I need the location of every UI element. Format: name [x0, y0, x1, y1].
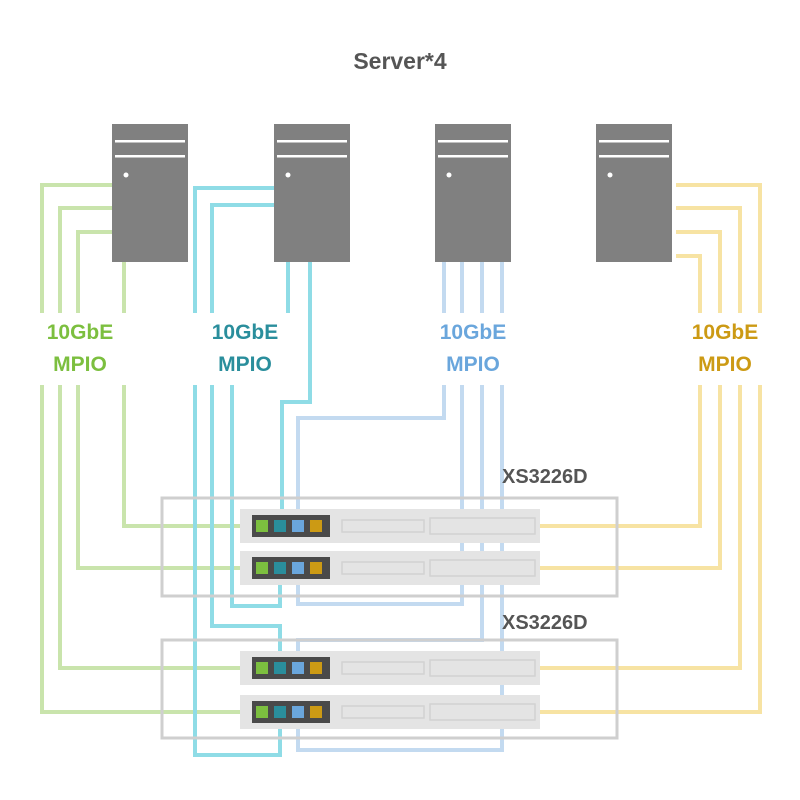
cable	[296, 262, 504, 752]
switch-port-panel	[341, 519, 425, 533]
switch-label-1: XS3226D	[502, 466, 588, 488]
cable	[296, 262, 446, 526]
sfp-port	[274, 562, 286, 574]
switch-port-panel	[341, 561, 425, 575]
link-speed: 10GbE	[211, 321, 279, 344]
drive-bay	[438, 140, 508, 143]
sfp-port	[310, 706, 322, 718]
cable	[76, 230, 262, 570]
cable	[193, 186, 282, 757]
switch-label-2: XS3226D	[502, 612, 588, 634]
link-protocol: MPIO	[218, 353, 272, 376]
sfp-port	[310, 562, 322, 574]
link-label-server-1: 10GbE MPIO	[25, 313, 135, 385]
switch-port-panel	[341, 705, 425, 719]
cable	[40, 183, 262, 714]
power-led	[446, 172, 452, 178]
cable	[296, 262, 464, 606]
server-1	[112, 124, 188, 262]
power-led	[123, 172, 129, 178]
link-protocol: MPIO	[53, 353, 107, 376]
switch-units	[240, 509, 540, 729]
switch-port-panel	[429, 703, 536, 721]
drive-bay	[599, 140, 669, 143]
server-tower	[274, 124, 350, 262]
switch-stack-1	[160, 496, 619, 598]
link-protocol: MPIO	[446, 353, 500, 376]
sfp-port	[310, 662, 322, 674]
link-label-server-4: 10GbE MPIO	[670, 313, 780, 385]
cables-server-1	[40, 183, 262, 714]
sfp-port	[256, 520, 268, 532]
sfp-port	[256, 706, 268, 718]
sfp-port	[292, 706, 304, 718]
server-3	[435, 124, 511, 262]
switch-port-panel	[429, 659, 536, 677]
link-speed: 10GbE	[439, 321, 507, 344]
drive-bay	[277, 140, 347, 143]
sfp-port	[310, 520, 322, 532]
power-led	[607, 172, 613, 178]
drive-bay	[599, 155, 669, 158]
sfp-port	[256, 562, 268, 574]
link-speed: 10GbE	[46, 321, 114, 344]
switch-port-panel	[429, 559, 536, 577]
switch-port-panel	[429, 517, 536, 535]
sfp-port	[256, 662, 268, 674]
cable	[280, 262, 312, 526]
power-led	[285, 172, 291, 178]
server-tower	[596, 124, 672, 262]
switch-port-panel	[341, 661, 425, 675]
diagram-title: Server*4	[353, 48, 447, 74]
drive-bay	[115, 155, 185, 158]
sfp-port	[292, 520, 304, 532]
cable	[210, 203, 282, 668]
server-tower	[112, 124, 188, 262]
link-label-server-2: 10GbE MPIO	[190, 313, 300, 385]
link-label-server-3: 10GbE MPIO	[418, 313, 528, 385]
drive-bay	[115, 140, 185, 143]
switch-frame	[160, 638, 619, 740]
drive-bay	[277, 155, 347, 158]
drive-bay	[438, 155, 508, 158]
sfp-port	[274, 706, 286, 718]
sfp-port	[274, 520, 286, 532]
switch-stack-2	[160, 638, 619, 740]
sfp-port	[274, 662, 286, 674]
sfp-port	[292, 662, 304, 674]
link-speed: 10GbE	[691, 321, 759, 344]
servers	[112, 124, 672, 262]
server-2	[274, 124, 350, 262]
server-4	[596, 124, 672, 262]
cable	[316, 206, 742, 670]
sfp-port	[292, 562, 304, 574]
switch-frame	[160, 496, 619, 598]
server-tower	[435, 124, 511, 262]
link-protocol: MPIO	[698, 353, 752, 376]
